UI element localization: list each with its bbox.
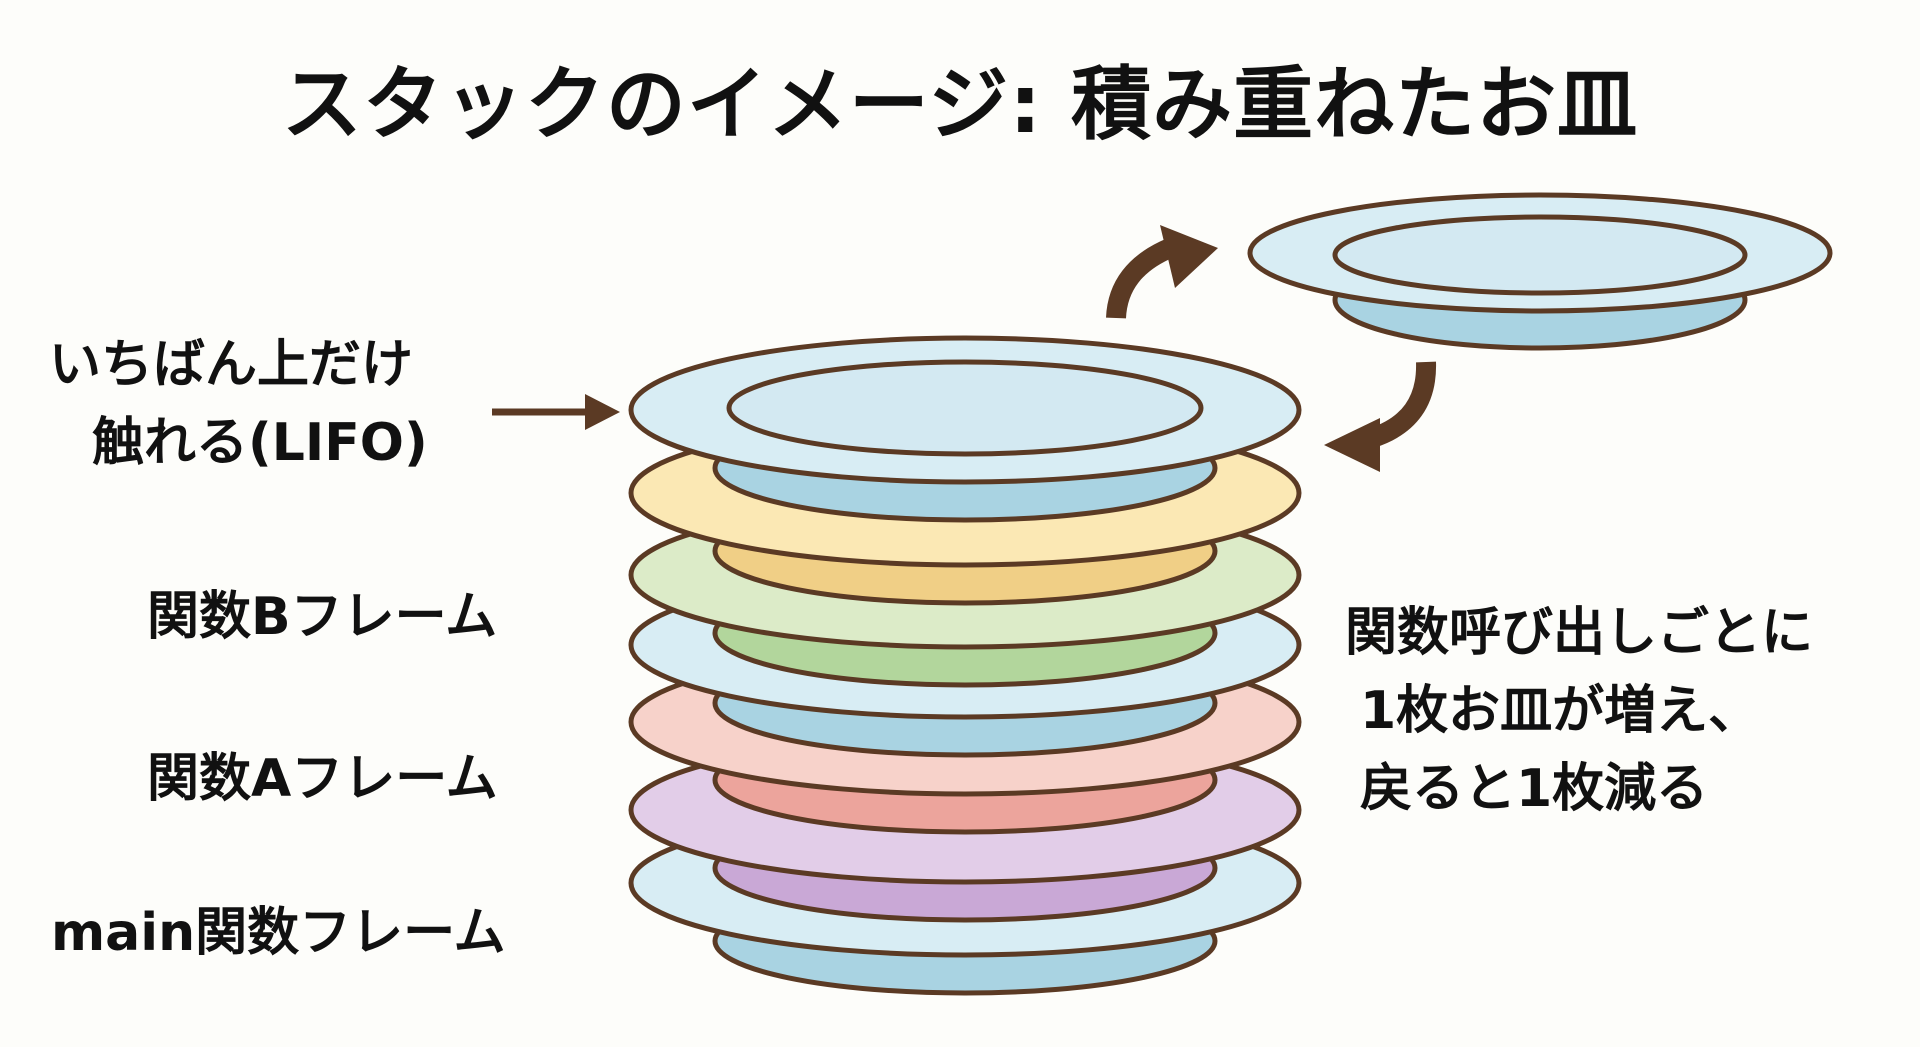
label-frame-b: 関数Bフレーム [147, 587, 498, 647]
note-line1: 関数呼び出しごとに [1345, 603, 1814, 663]
note-line2: 1枚お皿が増え、 [1360, 681, 1761, 741]
label-frame-main: main関数フレーム [51, 903, 506, 963]
curved-arrow-down-icon [1324, 361, 1437, 472]
page-title: スタックのイメージ: 積み重ねたお皿 [281, 58, 1639, 151]
label-top-only-line2: 触れる(LIFO) [92, 413, 428, 473]
note-line3: 戻ると1枚減る [1360, 759, 1709, 819]
floating-plate [1247, 192, 1833, 351]
label-frame-a: 関数Aフレーム [147, 749, 498, 809]
plate-top-blue [628, 335, 1302, 523]
curved-arrow-up-icon [1106, 225, 1218, 319]
arrow-right-icon [492, 394, 620, 430]
label-top-only-line1: いちばん上だけ [49, 335, 414, 395]
